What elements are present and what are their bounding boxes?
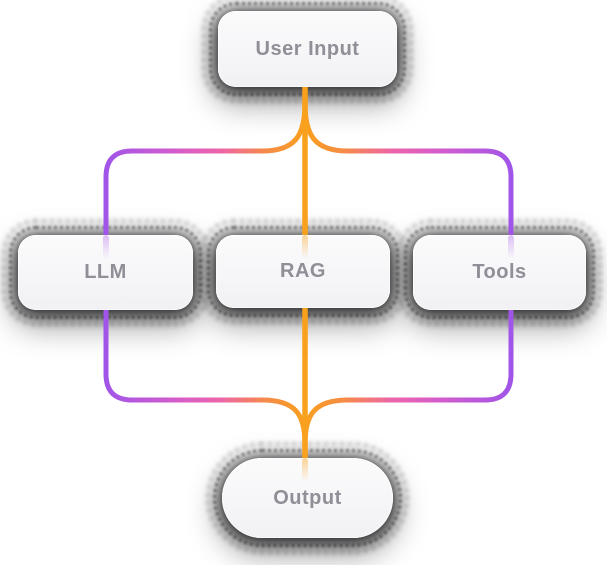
node-tools-label: Tools [472,261,527,283]
node-rag-label: RAG [280,260,326,282]
edge-showthrough-stub [508,235,514,259]
node-llm-label: LLM [84,261,127,283]
edge-showthrough-stub [302,235,308,259]
edge-showthrough-stub [302,458,308,482]
edge-showthrough-stub [103,235,109,259]
node-output-label: Output [273,486,342,509]
node-llm: LLM [18,235,193,310]
node-output: Output [222,458,393,538]
node-tools: Tools [413,235,586,310]
node-user-input: User Input [218,11,397,87]
node-user-input-label: User Input [255,37,360,60]
node-rag: RAG [216,235,390,308]
